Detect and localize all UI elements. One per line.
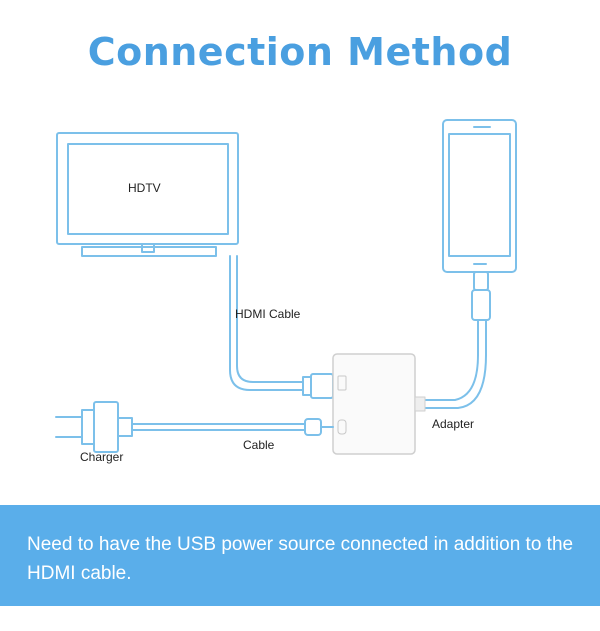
adapter-label: Adapter xyxy=(432,417,474,431)
cable-label: Cable xyxy=(243,438,275,452)
hdmi-cable-line xyxy=(229,255,334,399)
adapter-device xyxy=(332,353,426,455)
charger-label: Charger xyxy=(80,450,123,464)
smartphone-icon xyxy=(442,119,517,273)
hdtv-label: HDTV xyxy=(128,181,161,195)
info-banner xyxy=(0,505,600,606)
charger-icon xyxy=(55,401,133,453)
charging-cable-line xyxy=(131,418,334,436)
lightning-cable-line xyxy=(424,271,491,409)
hdmi-cable-label: HDMI Cable xyxy=(235,307,301,321)
info-banner-text: Need to have the USB power source connec… xyxy=(27,534,574,584)
hdtv-icon xyxy=(56,132,239,257)
page-title: Connection Method xyxy=(87,30,513,74)
